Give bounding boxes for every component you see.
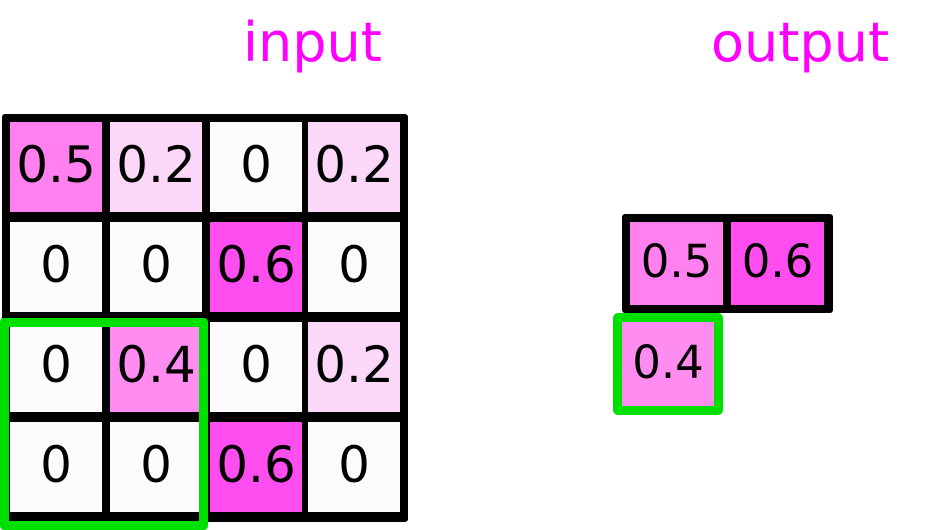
cell-value: 0.2 [314,336,394,394]
cell-value: 0.4 [632,335,704,389]
cell-value: 0.2 [116,136,196,194]
input-cell-r2c3[interactable]: 0.6 [210,222,302,312]
cell-value: 0 [40,336,72,394]
input-cell-r2c4[interactable]: 0 [308,222,400,312]
input-cell-r3c1[interactable]: 0 [10,322,102,412]
cell-value: 0.5 [16,136,96,194]
input-cell-r1c1[interactable]: 0.5 [10,122,102,212]
output-grid: 0.5 0.6 [622,214,833,313]
input-panel-title: input [243,11,382,74]
input-cell-r3c3[interactable]: 0 [210,322,302,412]
input-cell-r2c1[interactable]: 0 [10,222,102,312]
cell-value: 0.6 [741,235,814,288]
output-cell-r1c2[interactable]: 0.6 [731,222,824,305]
cell-value: 0 [338,436,370,494]
input-cell-r1c4[interactable]: 0.2 [308,122,400,212]
cell-value: 0 [40,436,72,494]
input-cell-r4c3[interactable]: 0.6 [210,422,302,512]
output-cell-r1c1[interactable]: 0.5 [630,222,723,305]
input-cell-r3c2[interactable]: 0.4 [110,322,202,412]
output-panel-title: output [711,11,890,74]
cell-value: 0.4 [116,336,196,394]
input-cell-r3c4[interactable]: 0.2 [308,322,400,412]
input-grid: 0.5 0.2 0 0.2 0 0 0.6 0 0 0.4 0 0.2 0 0 … [2,114,408,522]
input-cell-r1c2[interactable]: 0.2 [110,122,202,212]
input-cell-r1c3[interactable]: 0 [210,122,302,212]
input-cell-r2c2[interactable]: 0 [110,222,202,312]
cell-value: 0 [240,136,272,194]
input-cell-r4c2[interactable]: 0 [110,422,202,512]
cell-value: 0 [40,236,72,294]
cell-value: 0 [140,236,172,294]
cell-value: 0.5 [640,235,713,288]
input-cell-r4c1[interactable]: 0 [10,422,102,512]
cell-value: 0 [140,436,172,494]
cell-value: 0 [338,236,370,294]
output-cell-r2c1-highlighted[interactable]: 0.4 [613,313,723,415]
input-cell-r4c4[interactable]: 0 [308,422,400,512]
cell-value: 0 [240,336,272,394]
cell-value: 0.6 [216,236,296,294]
cell-value: 0.6 [216,436,296,494]
cell-value: 0.2 [314,136,394,194]
